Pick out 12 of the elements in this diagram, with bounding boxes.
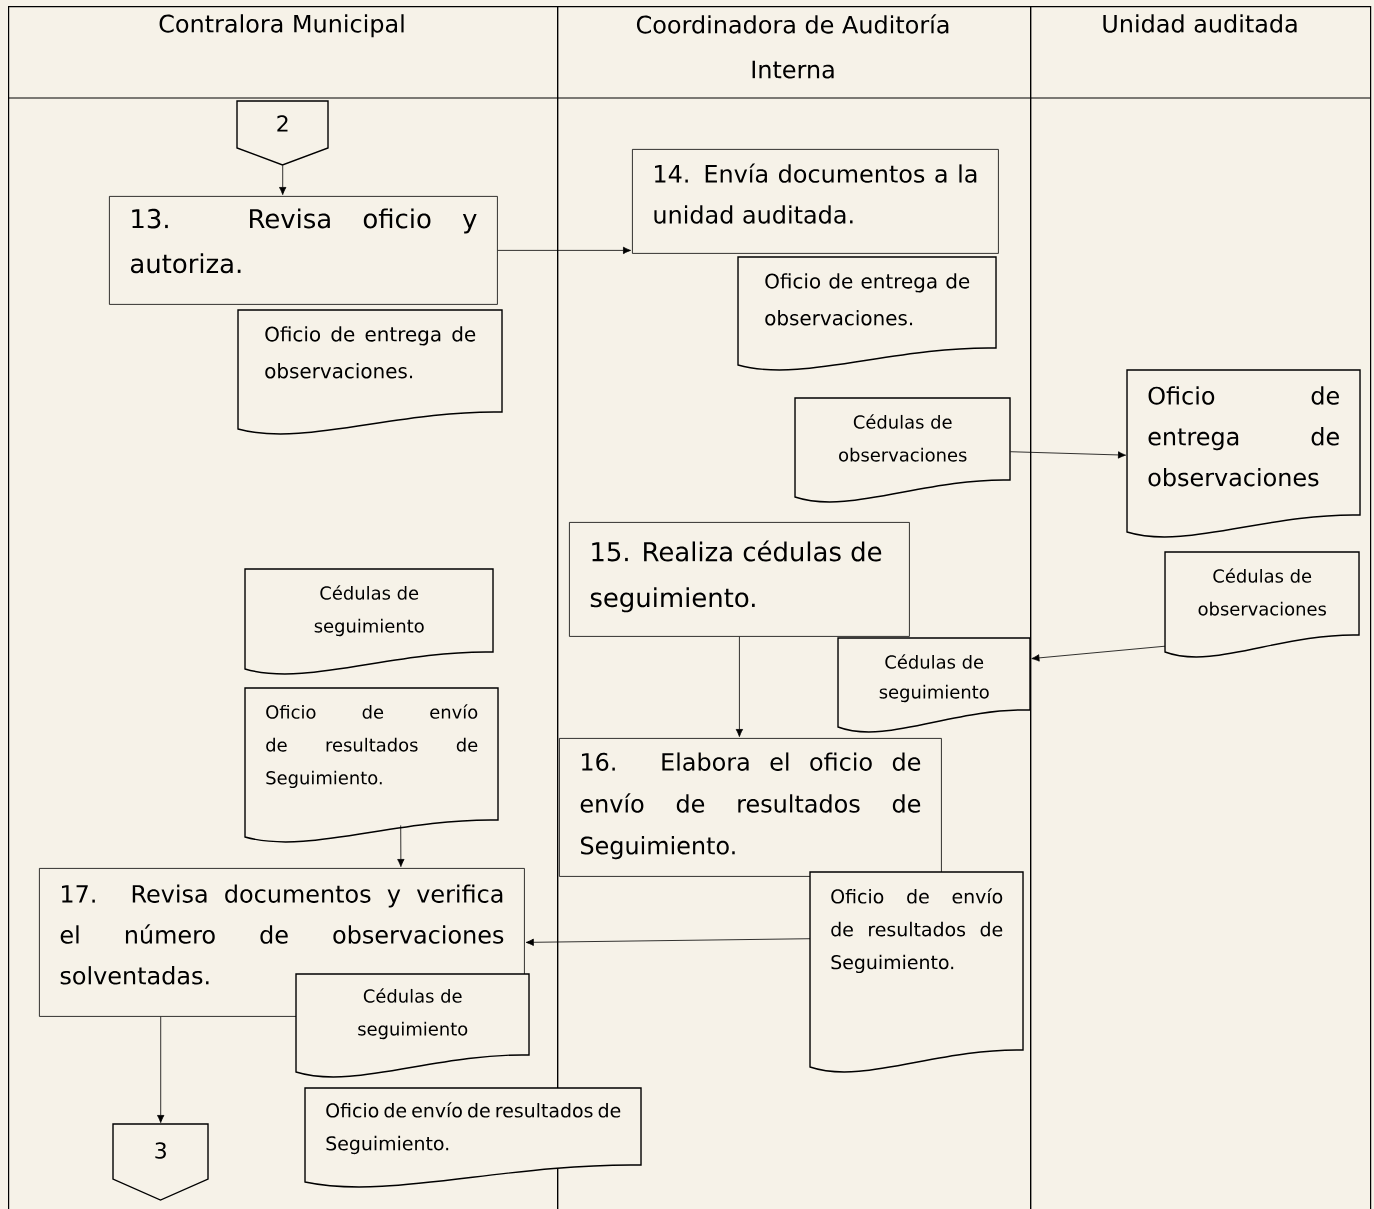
- process-box: 16. Elabora el oficio de envío de resultados de Seguimiento.: [559, 738, 942, 877]
- arrow: [157, 1016, 165, 1123]
- off-page-connector: 3: [112, 1123, 209, 1201]
- arrow: [497, 246, 631, 255]
- arrow: [735, 636, 744, 737]
- arrow: [525, 938, 811, 946]
- arrow: [279, 165, 287, 195]
- process-box: 14. Envía documentos a la unidad auditada.: [632, 149, 999, 254]
- arrow: [397, 825, 405, 867]
- arrow: [1010, 451, 1126, 459]
- process-box: 13. Revisa oficio y autoriza.: [109, 196, 498, 305]
- arrow: [1031, 645, 1166, 662]
